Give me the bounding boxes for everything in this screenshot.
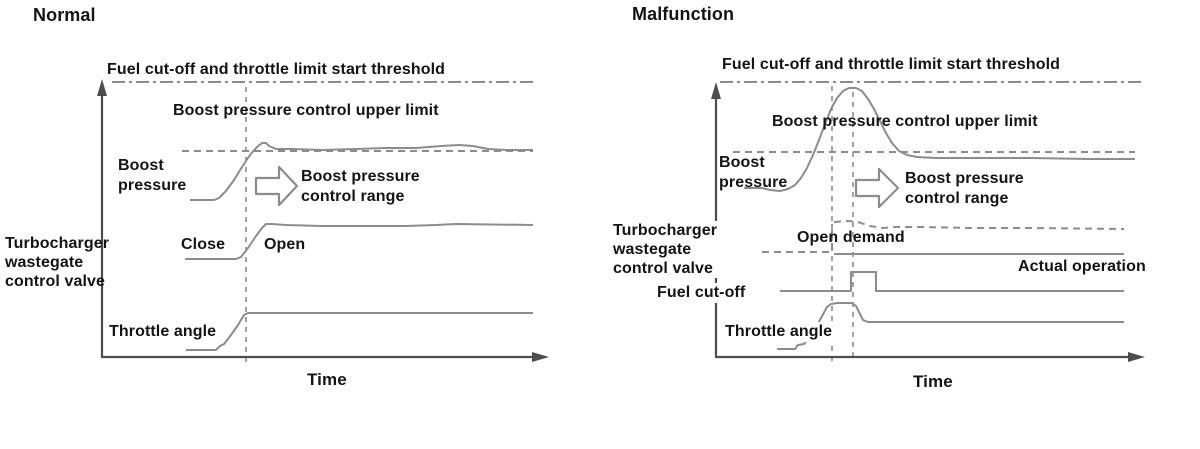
right-boost-pressure-label: Boost pressure xyxy=(719,153,787,193)
right-fuel-cutoff-line xyxy=(780,271,1124,292)
left-open-label: Open xyxy=(264,236,306,253)
left-range-arrow xyxy=(254,165,299,207)
right-boost-pressure-label-line1: Boost xyxy=(719,154,765,171)
right-range-arrow xyxy=(854,167,900,209)
left-control-range-label: Boost pressure control range xyxy=(301,167,420,207)
right-fuel-cutoff-label: Fuel cut-off xyxy=(654,283,749,303)
left-wastegate-valve-label: Turbocharger wastegate control valve xyxy=(5,234,109,291)
right-y-axis-arrow xyxy=(711,82,721,99)
left-wastegate-valve-label-line2: wastegate xyxy=(5,254,84,271)
left-boost-pressure-label-line2: pressure xyxy=(118,177,187,194)
left-y-axis-arrow xyxy=(97,79,107,96)
left-boost-curve xyxy=(190,142,533,201)
right-throttle-angle-label: Throttle angle xyxy=(722,322,836,342)
right-panel-title: Malfunction xyxy=(632,4,735,24)
right-upper-limit-label: Boost pressure control upper limit xyxy=(772,113,1038,130)
right-threshold-label: Fuel cut-off and throttle limit start th… xyxy=(722,56,1061,73)
left-wastegate-valve-label-line3: control valve xyxy=(5,273,106,290)
right-boost-pressure-label-line2: pressure xyxy=(719,174,788,191)
left-throttle-curve xyxy=(186,312,533,351)
right-wastegate-valve-label-line3: control valve xyxy=(613,260,714,277)
right-time-axis-label: Time xyxy=(913,372,953,391)
left-boost-pressure-label-line1: Boost xyxy=(118,157,164,174)
right-control-range-label: Boost pressure control range xyxy=(905,169,1024,209)
left-wastegate-valve-label-line1: Turbocharger xyxy=(5,235,110,252)
left-wastegate-curve xyxy=(185,223,534,260)
right-boost-curve xyxy=(744,87,1135,192)
left-threshold-label: Fuel cut-off and throttle limit start th… xyxy=(107,61,446,78)
left-upper-limit-label: Boost pressure control upper limit xyxy=(173,102,439,119)
right-x-axis-arrow xyxy=(1128,352,1145,362)
left-boost-pressure-label: Boost pressure xyxy=(118,156,186,196)
left-time-axis-label: Time xyxy=(307,370,347,389)
right-wastegate-valve-label-line2: wastegate xyxy=(613,241,692,258)
left-x-axis-arrow xyxy=(532,352,549,362)
right-control-range-label-line2: control range xyxy=(905,190,1009,207)
left-throttle-angle-label: Throttle angle xyxy=(109,323,217,340)
right-wastegate-valve-label: Turbocharger wastegate control valve xyxy=(610,221,721,278)
right-actual-operation-label: Actual operation xyxy=(1015,257,1149,277)
left-control-range-label-line2: control range xyxy=(301,188,405,205)
left-close-label: Close xyxy=(181,236,226,253)
right-throttle-curve xyxy=(777,302,1124,350)
left-panel-title: Normal xyxy=(33,5,96,25)
right-control-range-label-line1: Boost pressure xyxy=(905,170,1024,187)
right-wastegate-valve-label-line1: Turbocharger xyxy=(613,222,718,239)
right-open-demand-label: Open demand xyxy=(797,229,905,246)
left-control-range-label-line1: Boost pressure xyxy=(301,168,420,185)
